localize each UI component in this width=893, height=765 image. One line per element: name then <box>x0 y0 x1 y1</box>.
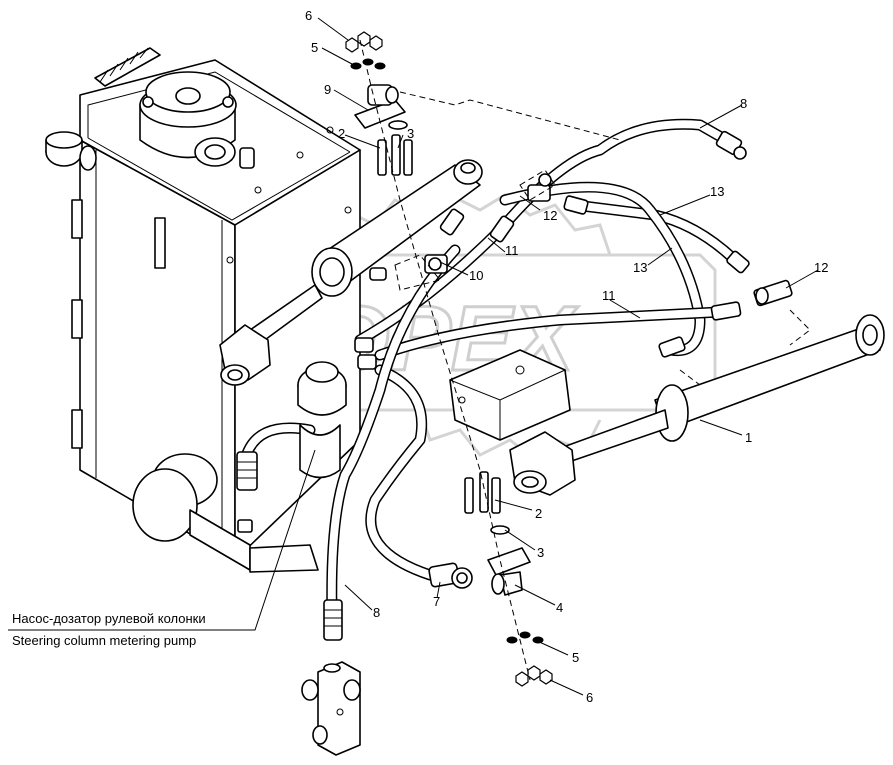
bolts-2-top <box>377 134 413 176</box>
caption-english: Steering column metering pump <box>12 633 196 648</box>
callout-6-top: 6 <box>305 8 312 23</box>
valve-block <box>301 661 361 756</box>
callout-5-bottom: 5 <box>572 650 579 665</box>
steering-cylinder-upper <box>219 159 483 386</box>
callout-labels: 6 5 9 2 3 8 13 12 11 10 13 12 11 1 2 3 4… <box>305 8 828 705</box>
leader-lines <box>8 17 819 696</box>
callout-7: 7 <box>433 594 440 609</box>
fitting-tee-top <box>563 195 589 215</box>
fitting-12-right <box>753 279 793 307</box>
callout-13-top: 13 <box>710 184 724 199</box>
fitting-12-left <box>527 173 552 202</box>
callout-4: 4 <box>556 600 563 615</box>
callout-8-bottom: 8 <box>373 605 380 620</box>
nuts-6-bottom <box>515 665 553 687</box>
callout-9: 9 <box>324 82 331 97</box>
hydraulic-tank <box>45 47 361 573</box>
fittings <box>236 31 793 687</box>
flange-4 <box>487 547 531 596</box>
central-bracket <box>449 349 571 441</box>
callout-8-top: 8 <box>740 96 747 111</box>
callout-11-mid: 11 <box>602 288 616 303</box>
callout-10: 10 <box>469 268 483 283</box>
caption-russian: Насос-дозатор рулевой колонки <box>12 611 206 626</box>
callout-12-left: 12 <box>543 208 557 223</box>
callout-6-bottom: 6 <box>586 690 593 705</box>
callout-11-left: 11 <box>505 243 519 258</box>
callout-5-top: 5 <box>311 40 318 55</box>
callout-3-bottom: 3 <box>537 545 544 560</box>
o-ring-3-top <box>388 120 408 130</box>
callout-1: 1 <box>745 430 752 445</box>
fitting-13 <box>726 250 750 274</box>
metering-pump-caption: Насос-дозатор рулевой колонки Steering c… <box>12 611 206 648</box>
fitting-11-lower <box>658 336 686 358</box>
fitting-11-left <box>439 208 515 243</box>
callout-3-top: 3 <box>407 126 414 141</box>
o-ring-3-bottom <box>490 525 510 535</box>
washers-5-bottom <box>506 631 544 644</box>
fitting-11-right <box>710 301 742 321</box>
callout-2-top: 2 <box>338 126 345 141</box>
washers-5-top <box>350 58 386 70</box>
callout-12-right: 12 <box>814 260 828 275</box>
suction-outlet <box>132 453 319 573</box>
fitting-pair-left <box>354 267 387 370</box>
filler-cap <box>45 131 97 171</box>
fitting-8-top <box>715 130 747 160</box>
callout-13-mid: 13 <box>633 260 647 275</box>
nuts-6-top <box>345 31 383 53</box>
fitting-7 <box>428 562 473 589</box>
assembly-lines <box>359 39 811 681</box>
steering-cylinder-1 <box>509 314 885 496</box>
callout-2-bottom: 2 <box>535 506 542 521</box>
filter-housing <box>139 71 255 169</box>
bolts-2-bottom <box>464 471 501 514</box>
